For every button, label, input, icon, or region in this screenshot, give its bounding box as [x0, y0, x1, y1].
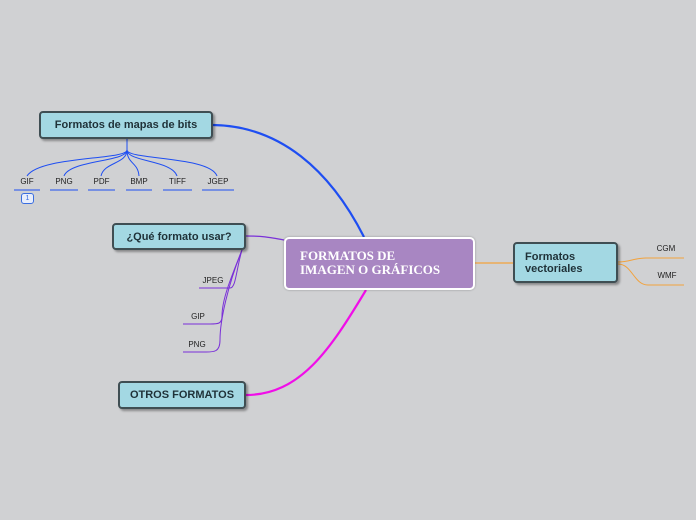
subtopic-jpeg[interactable]: JPEG — [202, 276, 224, 285]
topic-label: ¿Qué formato usar? — [126, 230, 232, 243]
subtopic-gif[interactable]: GIF — [20, 177, 34, 186]
link-otros — [245, 289, 367, 397]
notes-count-badge[interactable]: 1 — [21, 193, 34, 204]
topic-label: Formatos de mapas de bits — [54, 119, 198, 131]
subtopic-jgep[interactable]: JGEP — [207, 177, 229, 186]
link-bits — [212, 123, 365, 238]
link-que — [245, 235, 285, 241]
que-children-links — [183, 249, 243, 353]
subtopic-pdf[interactable]: PDF — [93, 177, 110, 186]
subtopic-wmf[interactable]: WMF — [657, 271, 677, 280]
vect-children-links — [617, 257, 684, 286]
topic-label: Formatos vectoriales — [525, 250, 583, 275]
topic-formatos-mapas-bits[interactable]: Formatos de mapas de bits — [39, 111, 213, 139]
topic-otros-formatos[interactable]: OTROS FORMATOS — [118, 381, 246, 409]
bits-children-links — [14, 139, 234, 191]
topic-formatos-vectoriales[interactable]: Formatos vectoriales — [513, 242, 618, 283]
subtopic-gip[interactable]: GIP — [191, 312, 205, 321]
subtopic-cgm[interactable]: CGM — [656, 244, 676, 253]
subtopic-png-2[interactable]: PNG — [188, 340, 206, 349]
topic-que-formato-usar[interactable]: ¿Qué formato usar? — [112, 223, 246, 250]
central-topic[interactable]: FORMATOS DE IMAGEN O GRÁFICOS — [284, 237, 475, 290]
subtopic-bmp[interactable]: BMP — [130, 177, 148, 186]
topic-label: OTROS FORMATOS — [129, 389, 235, 401]
subtopic-tiff[interactable]: TIFF — [169, 177, 186, 186]
subtopic-png[interactable]: PNG — [55, 177, 73, 186]
